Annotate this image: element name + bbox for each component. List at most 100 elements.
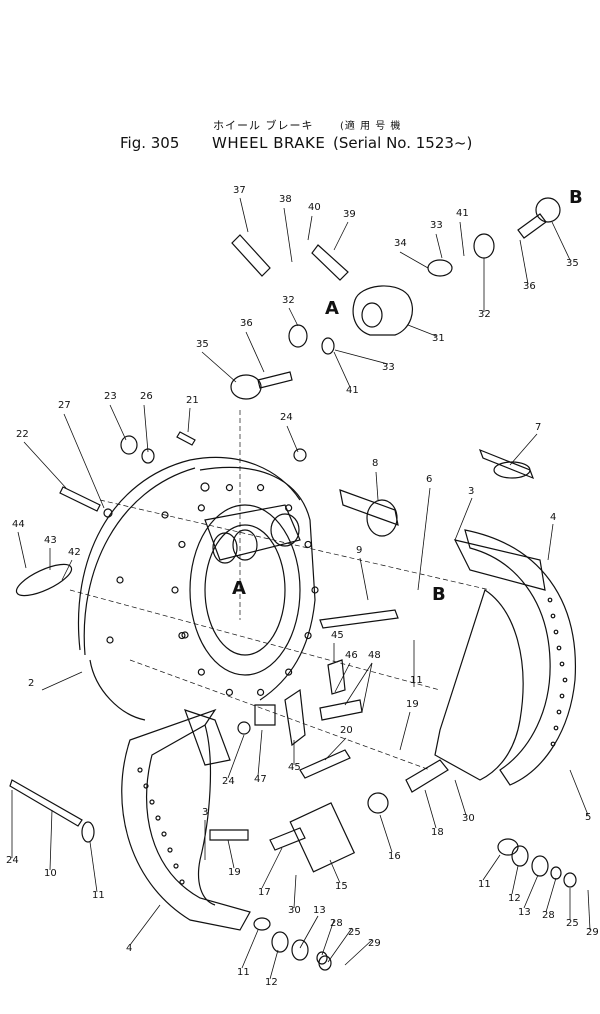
mounting-hole: [178, 540, 186, 549]
leader-line: [334, 349, 389, 365]
leader-line: [379, 814, 393, 853]
part-number-label: 11: [92, 890, 105, 901]
part-number-label: 23: [104, 391, 117, 402]
leader-line: [227, 734, 245, 779]
nut-24-top: [293, 448, 307, 462]
serial-range: (Serial No. 1523~): [333, 134, 473, 152]
mounting-hole: [197, 668, 205, 676]
lining-rivet: [155, 815, 161, 821]
part-number-label: 21: [186, 395, 199, 406]
leader-line: [109, 404, 127, 441]
part-number-label: 42: [68, 547, 81, 558]
part-number-label: 22: [16, 429, 29, 440]
mounting-hole: [304, 631, 312, 640]
part-number-label: 4: [550, 512, 556, 523]
mounting-hole: [285, 668, 293, 676]
part-number-label: 39: [343, 209, 356, 220]
nut-25: [563, 872, 577, 888]
leader-line: [17, 531, 27, 569]
part-number-label: 7: [535, 422, 541, 433]
part-number-label: 4: [126, 943, 132, 954]
leader-line: [454, 497, 473, 541]
part-number-label: 15: [335, 881, 348, 892]
lining-rivet: [179, 879, 185, 885]
part-number-label: 35: [196, 339, 209, 350]
adjuster-spring-20: [299, 749, 351, 779]
part-number-label: 3: [202, 807, 208, 818]
cylinder-boss: [270, 513, 300, 547]
washer-11-lower: [253, 917, 271, 931]
leader-line: [293, 874, 297, 909]
plate-hole: [106, 636, 114, 644]
lining-rivet: [143, 783, 149, 789]
title-english: WHEEL BRAKE: [212, 134, 326, 152]
part-number-label: 41: [346, 385, 359, 396]
plate-hole: [200, 482, 210, 492]
backing-plate-rim: [77, 456, 301, 651]
clip-42: [15, 563, 73, 597]
leader-line: [417, 487, 431, 591]
washer-11: [497, 838, 519, 856]
part-number-label: 2: [28, 678, 34, 689]
lining-rivet: [149, 799, 155, 805]
backing-plate-face: [199, 466, 316, 701]
leader-line: [333, 221, 349, 251]
leader-line: [424, 789, 437, 829]
leader-line: [324, 737, 347, 761]
plate-hole: [116, 576, 124, 584]
lining-rivet: [550, 741, 556, 747]
bushing-12-lower: [271, 931, 289, 953]
leader-line: [227, 839, 235, 869]
part-number-label: 37: [233, 185, 246, 196]
leader-line: [399, 711, 411, 751]
leader-lines: [11, 197, 591, 980]
part-number-label: 32: [282, 295, 295, 306]
axle-bore-inner: [204, 524, 286, 656]
part-number-label: 3: [468, 486, 474, 497]
part-number-label: 44: [12, 519, 25, 530]
leader-line: [288, 307, 299, 327]
lining-rivet: [547, 597, 553, 603]
callout-ref: B: [569, 187, 583, 208]
lining-rivet: [173, 863, 179, 869]
part-number-label: 35: [566, 258, 579, 269]
lower-shoe-lining: [121, 708, 251, 931]
washer-11-left: [81, 821, 95, 843]
part-number-label: 29: [368, 938, 381, 949]
axle-bore: [189, 504, 301, 676]
leader-line: [547, 523, 554, 561]
lining-rivet: [550, 613, 556, 619]
lining-rivet: [562, 677, 568, 683]
part-number-label: 20: [340, 725, 353, 736]
part-number-label: 34: [394, 238, 407, 249]
mounting-hole: [178, 631, 186, 640]
parts-drawing: [9, 197, 577, 971]
leader-line: [89, 841, 98, 893]
part-number-label: 16: [388, 851, 401, 862]
part-number-label: 48: [368, 650, 381, 661]
return-spring-7: [478, 448, 535, 480]
washer-27: [103, 508, 113, 518]
leader-line: [321, 919, 335, 956]
part-number-label: 33: [382, 362, 395, 373]
lining-rivet: [559, 661, 565, 667]
part-number-label: 45: [331, 630, 344, 641]
lining-rivet: [553, 725, 559, 731]
part-number-label: 13: [518, 907, 531, 918]
leader-line: [407, 324, 437, 337]
anchor-pin-8: [339, 489, 399, 526]
mounting-hole: [311, 586, 319, 594]
leader-line: [454, 779, 467, 816]
lining-rivet: [556, 645, 562, 651]
leader-line: [361, 662, 373, 713]
bushing-23: [120, 435, 138, 455]
part-number-label: 33: [430, 220, 443, 231]
adjuster-cap: [230, 374, 262, 400]
pin-47: [254, 704, 276, 726]
part-number-label: 26: [140, 391, 153, 402]
mounting-hole: [225, 484, 234, 492]
part-number-label: 30: [288, 905, 301, 916]
part-number-label: 19: [406, 699, 419, 710]
washer-28-lower: [316, 951, 328, 965]
part-number-label: 5: [585, 812, 591, 823]
